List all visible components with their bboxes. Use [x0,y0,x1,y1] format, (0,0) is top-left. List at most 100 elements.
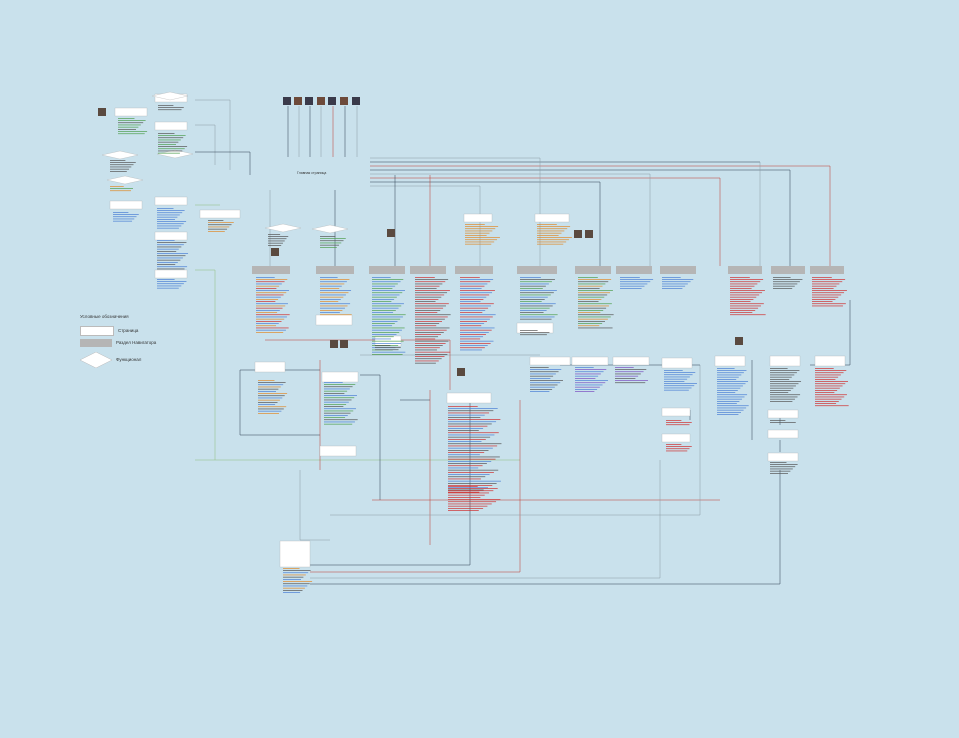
list-line [320,244,340,246]
list-line [372,277,391,278]
list-line [324,404,347,405]
list-line [415,312,438,313]
list-line [372,294,400,296]
page-box [661,433,691,443]
list-line [324,397,355,399]
list-line [664,376,690,378]
list-line [372,325,393,327]
list-line [448,456,500,458]
list-line [575,378,596,379]
list-line [208,231,225,232]
list-line [770,468,793,470]
nav-section-box [369,266,405,274]
list-line [815,394,847,396]
list-line [258,413,279,414]
list-line [448,417,481,418]
list-line [578,305,609,307]
list-line [448,419,501,420]
list-line [415,325,437,327]
list-line [208,224,232,226]
list-line [283,570,311,571]
list-line [415,323,440,324]
list-line [256,329,286,331]
list-line [537,224,557,225]
list-line [460,290,495,291]
list-line [520,290,557,291]
list-line [158,144,176,145]
list-line [520,332,550,333]
list-line [158,139,181,141]
list-line [578,312,601,313]
avatar [317,97,325,105]
list-line [118,124,141,126]
list-line [537,237,572,238]
page-box [279,540,311,568]
list-line [324,382,343,383]
list-line [448,463,487,464]
list-line [460,281,491,283]
list-line [415,290,450,291]
list-line [812,292,845,294]
list-line [717,381,749,382]
list-line [615,369,647,370]
page-box [767,452,799,462]
list-line [118,133,145,135]
list-line [110,160,126,161]
list-line [615,373,641,375]
list-line [460,323,485,324]
list-line [812,296,839,298]
list-line [717,412,741,413]
list-line [415,321,442,322]
list-line [615,375,639,377]
list-line [812,285,837,287]
list-line [283,592,301,593]
list-line [730,290,765,291]
nav-section-box [771,266,805,274]
list-line [520,330,538,331]
list-line [664,381,685,382]
list-line [620,281,651,283]
list-line [465,230,493,232]
list-line [520,318,552,320]
list-line [520,277,541,278]
list-line [773,283,798,285]
list-line [158,133,175,134]
list-line [158,148,185,150]
list-line [537,226,571,227]
list-line [283,574,306,576]
list-line [460,329,492,331]
list-line [256,314,290,316]
list-line [448,414,485,416]
list-line [666,444,682,445]
list-line [415,360,439,362]
list-line [415,338,436,340]
list-line [415,340,449,342]
list-line [283,568,300,569]
list-line [770,368,788,369]
list-line [460,325,482,327]
list-line [448,472,494,473]
list-line [465,239,498,241]
list-line [770,392,789,393]
list-line [157,251,177,252]
list-line [375,347,401,348]
list-line [730,294,760,296]
avatar [271,248,279,256]
list-line [620,277,640,278]
list-line [575,367,594,368]
list-line [575,371,604,373]
list-line [118,118,135,119]
list-line [520,292,554,294]
list-line [575,369,607,370]
list-line [324,415,348,416]
legend-nav-swatch [80,339,112,347]
list-line [770,370,800,371]
list-line [448,490,494,492]
list-line [372,327,405,329]
list-line [460,347,485,349]
list-line [448,487,488,489]
list-line [770,464,798,465]
list-line [465,228,496,230]
list-line [157,253,189,254]
list-line [320,247,337,248]
